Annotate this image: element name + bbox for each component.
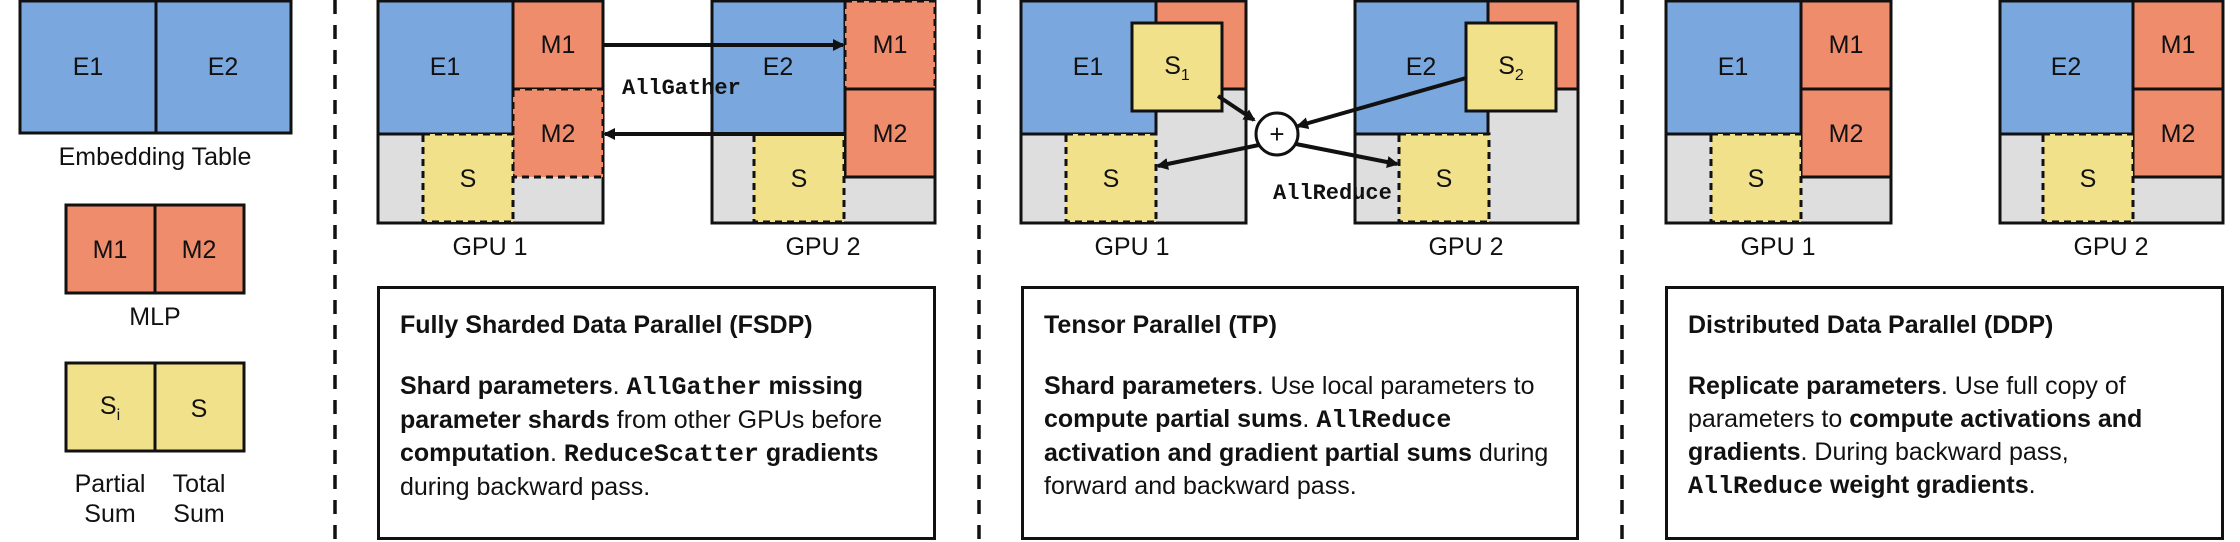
ddp-description-box: Distributed Data Parallel (DDP) Replicat… bbox=[1665, 286, 2224, 540]
tp-description-box: Tensor Parallel (TP) Shard parameters. U… bbox=[1021, 286, 1579, 540]
allgather-label: AllGather bbox=[622, 76, 741, 101]
m2-label: M2 bbox=[541, 120, 576, 148]
s-label: S bbox=[1748, 165, 1765, 193]
legend-partial-caption-2: Sum bbox=[84, 500, 135, 528]
ddp-description: Replicate parameters. Use full copy of p… bbox=[1688, 372, 2143, 501]
legend-m1-block bbox=[64, 203, 157, 295]
legend-e2-label: E2 bbox=[208, 53, 239, 81]
tp-gpu2: E2 S2 S GPU 2 bbox=[1353, 0, 1580, 261]
gpu1-label: GPU 1 bbox=[1740, 233, 1815, 261]
s1-label: S1 bbox=[1164, 52, 1190, 84]
legend-e2-block bbox=[154, 0, 293, 135]
legend-m1-label: M1 bbox=[93, 236, 128, 264]
m1-label: M1 bbox=[541, 31, 576, 59]
sum-to-gpu1-arrow bbox=[1156, 143, 1260, 170]
e1-label: E1 bbox=[430, 53, 461, 81]
legend-total-sum-block bbox=[153, 361, 246, 453]
gpu2-label: GPU 2 bbox=[1428, 233, 1503, 261]
partial-sum-s1-block bbox=[1130, 21, 1224, 113]
s-label: S bbox=[2080, 165, 2097, 193]
tp-description: Shard parameters. Use local parameters t… bbox=[1044, 372, 1549, 500]
legend-mlp-caption-text: MLP bbox=[129, 303, 180, 331]
ddp-title: Distributed Data Parallel (DDP) bbox=[1688, 311, 2054, 339]
s-label: S bbox=[791, 165, 808, 193]
legend-total-caption-2: Sum bbox=[173, 500, 224, 528]
s-label: S bbox=[1436, 165, 1453, 193]
s-block bbox=[2041, 132, 2135, 224]
partial-sum-s2-block bbox=[1464, 21, 1558, 113]
gpu1-label: GPU 1 bbox=[1094, 233, 1169, 261]
legend-e1-block bbox=[18, 0, 158, 135]
m1-label: M1 bbox=[2161, 31, 2196, 59]
plus-circle-icon bbox=[1254, 111, 1300, 157]
ddp-gpu2: E2 M1 M2 S GPU 2 bbox=[1998, 0, 2225, 261]
legend-partial-sum-label: Si bbox=[100, 392, 120, 424]
s-block bbox=[752, 132, 846, 224]
legend-total-sum-label: S bbox=[191, 395, 208, 423]
gpu2-label: GPU 2 bbox=[785, 233, 860, 261]
m2-block bbox=[1799, 87, 1893, 179]
fsdp-description-box: Fully Sharded Data Parallel (FSDP) Shard… bbox=[377, 286, 936, 540]
s-block bbox=[1709, 132, 1803, 224]
s1-to-sum-arrow bbox=[1216, 94, 1256, 122]
s-block bbox=[1397, 132, 1491, 224]
s-block bbox=[1064, 132, 1158, 224]
e1-block bbox=[1664, 0, 1803, 136]
s-label: S bbox=[460, 165, 477, 193]
e2-label: E2 bbox=[763, 53, 794, 81]
e2-label: E2 bbox=[1406, 53, 1437, 81]
fsdp-title: Fully Sharded Data Parallel (FSDP) bbox=[400, 311, 813, 339]
legend-partial-caption-1: Partial bbox=[75, 470, 146, 498]
legend-e1-label: E1 bbox=[73, 53, 104, 81]
e1-label: E1 bbox=[1073, 53, 1104, 81]
m1-block bbox=[511, 0, 605, 91]
plus-sign: + bbox=[1269, 119, 1284, 149]
tp-title: Tensor Parallel (TP) bbox=[1044, 311, 1277, 339]
gpu1-label: GPU 1 bbox=[452, 233, 527, 261]
m2-gathered-block bbox=[511, 87, 605, 179]
m1-label: M1 bbox=[873, 31, 908, 59]
sum-to-gpu2-arrow bbox=[1295, 142, 1399, 168]
m2-label: M2 bbox=[2161, 120, 2196, 148]
tp-gpu1: E1 S1 S GPU 1 bbox=[1019, 0, 1248, 261]
s2-label: S2 bbox=[1498, 52, 1524, 84]
m1-block bbox=[2131, 0, 2225, 91]
m2-label: M2 bbox=[873, 120, 908, 148]
e2-block bbox=[1998, 0, 2135, 136]
e2-label: E2 bbox=[2051, 53, 2082, 81]
gpu2-label: GPU 2 bbox=[2073, 233, 2148, 261]
e1-label: E1 bbox=[1718, 53, 1749, 81]
legend-m2-label: M2 bbox=[182, 236, 217, 264]
legend-embedding-caption: Embedding Table bbox=[59, 143, 252, 171]
legend: E1 E2 Embedding Table M1 M2 M1 MLP Si S … bbox=[18, 0, 293, 528]
legend-total-caption-1: Total bbox=[173, 470, 226, 498]
e1-block bbox=[376, 0, 515, 136]
fsdp-description: Shard parameters. AllGather missing para… bbox=[400, 372, 883, 501]
fsdp-gpu2: E2 M1 M2 S GPU 2 bbox=[710, 0, 937, 261]
s-label: S bbox=[1103, 165, 1120, 193]
allreduce-label: AllReduce bbox=[1273, 181, 1392, 206]
m2-label: M2 bbox=[1829, 120, 1864, 148]
legend-m2-block bbox=[153, 203, 246, 295]
m1-label: M1 bbox=[1829, 31, 1864, 59]
s2-to-sum-arrow bbox=[1296, 76, 1467, 130]
fsdp-gpu1: E1 M1 M2 S GPU 1 bbox=[376, 0, 605, 261]
s-block bbox=[421, 132, 515, 224]
ddp-gpu1: E1 M1 M2 S GPU 1 bbox=[1664, 0, 1893, 261]
m2-block bbox=[843, 87, 937, 179]
